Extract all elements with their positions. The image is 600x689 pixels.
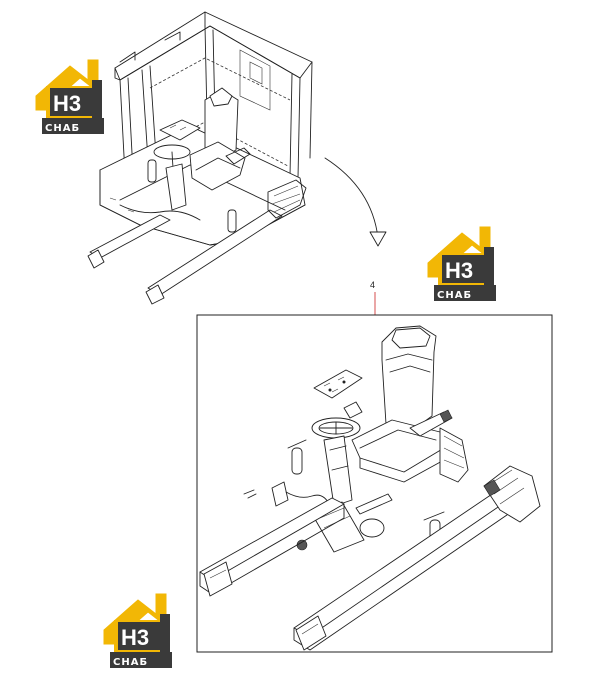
direction-arrow <box>324 157 387 247</box>
svg-text:H3: H3 <box>53 91 81 116</box>
svg-text:CHAБ: CHAБ <box>45 123 80 134</box>
svg-text:CHAБ: CHAБ <box>437 290 472 301</box>
svg-text:H3: H3 <box>445 258 473 283</box>
seat-assembly-detail <box>199 325 541 651</box>
cab-assembly-overview <box>87 11 313 305</box>
watermark-logo-top-left: H3 CHAБ <box>35 59 105 135</box>
watermark-logo-bottom-left: H3 CHAБ <box>103 593 173 669</box>
svg-text:H3: H3 <box>121 625 149 650</box>
callout: 4 <box>370 280 376 315</box>
watermark-logo-middle-right: H3 CHAБ <box>427 226 497 302</box>
svg-text:CHAБ: CHAБ <box>113 657 148 668</box>
callout-number: 4 <box>370 280 375 290</box>
